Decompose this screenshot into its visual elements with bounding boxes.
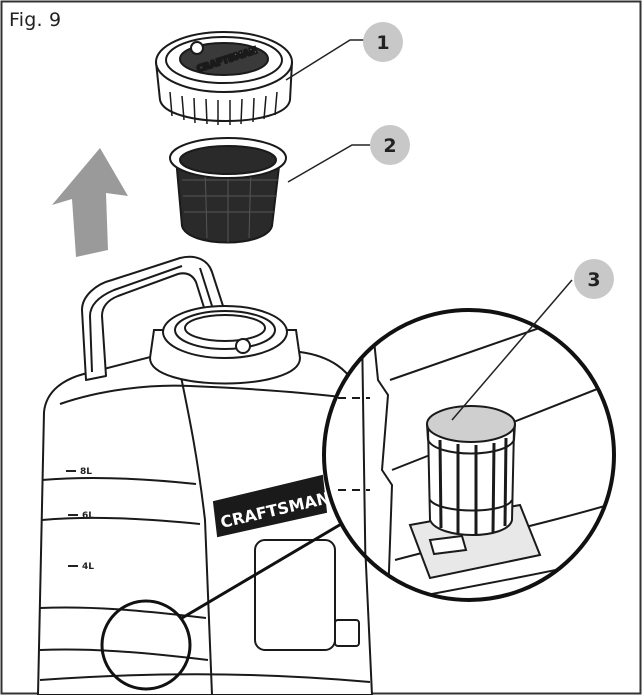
basket-mesh [182,164,278,242]
filler-neck [148,305,302,385]
zoom-source-circle [100,599,192,691]
tank-rib-2 [41,516,201,525]
float-valve-ring [429,499,513,512]
tank-face-edge [179,371,213,695]
tank-shoulder-line [59,384,191,405]
tank-mark-6l: 6L [82,511,94,521]
tank-level-markings: 8L 6L 4L [66,467,94,572]
tank-side-panel [254,539,336,651]
callout-2: 2 [370,125,410,165]
callout-3-number: 3 [587,269,600,291]
callout-1-number: 1 [376,32,389,54]
tank-rib-4 [39,648,209,661]
float-valve-top-rim [426,423,516,455]
callout-1: 1 [363,22,403,62]
detail-hidden-edge [338,397,370,491]
detail-view-circle [322,308,616,602]
handle-groove [89,265,183,373]
leader-3 [451,279,573,421]
callout-1-badge [363,22,403,62]
tank-mark-8l: 8L [80,467,92,477]
neck-opening [184,314,266,342]
tank-shoulder-line-2 [189,385,351,399]
basket-rim-inner [179,145,277,175]
zoom-connector-line [181,518,349,620]
up-arrow-icon [52,148,128,257]
callout-3: 3 [574,259,614,299]
strainer-basket [169,137,287,244]
float-valve-top [426,405,516,443]
cap-vent-icon [190,41,204,55]
leader-1 [285,39,364,81]
tank-brand-plate: CRAFTSMAN [212,474,332,538]
tank-rib-1 [41,476,197,485]
detail-wall-inner [371,319,394,600]
float-valve-bars [438,437,508,536]
callout-3-badge [574,259,614,299]
callout-2-number: 2 [383,135,396,157]
float-valve-clip [428,534,468,556]
figure-title: Fig. 9 [9,9,62,31]
tank-base [39,673,371,683]
neck-tab [235,338,251,354]
tank [37,351,373,695]
leader-2 [287,144,370,183]
callout-leaders [285,39,573,421]
callout-2-badge [370,125,410,165]
tank-latch [334,619,360,647]
cap: CRAFTSMAN [154,31,294,125]
cap-knurl [169,91,278,125]
tank-mark-4l: 4L [82,562,94,572]
